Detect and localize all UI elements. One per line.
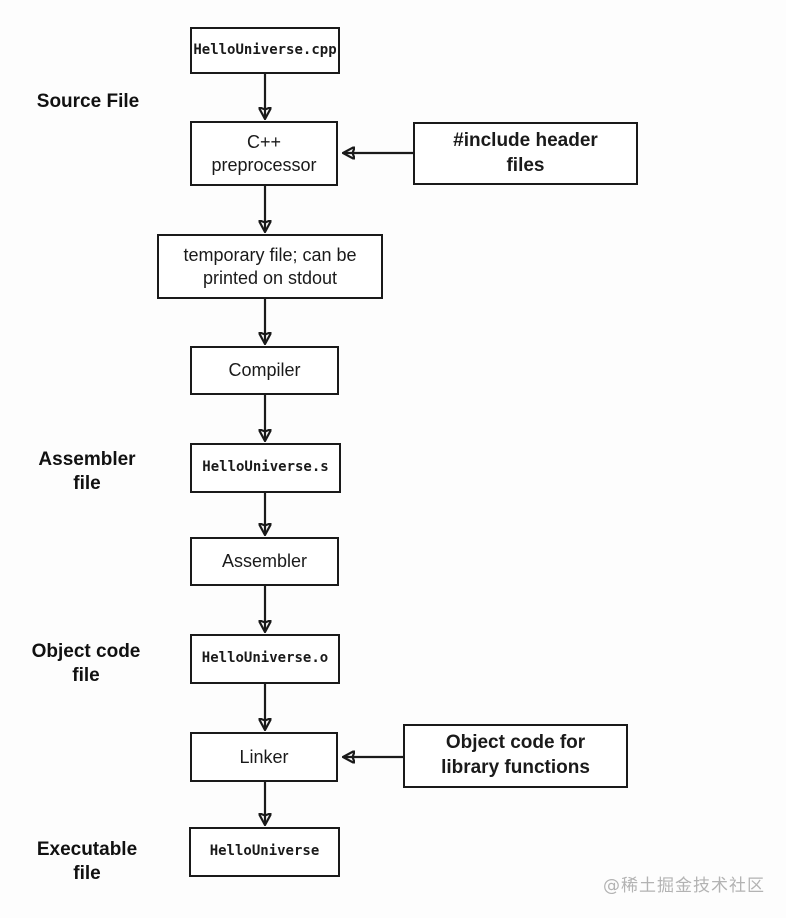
- node-executable-file: HelloUniverse: [189, 827, 340, 877]
- node-object-file: HelloUniverse.o: [190, 634, 340, 684]
- node-compiler: Compiler: [190, 346, 339, 395]
- node-preprocessor: C++ preprocessor: [190, 121, 338, 186]
- node-linker: Linker: [190, 732, 338, 782]
- node-temp-file: temporary file; can be printed on stdout: [157, 234, 383, 299]
- node-source-file: HelloUniverse.cpp: [190, 27, 340, 74]
- node-library-object-code: Object code for library functions: [403, 724, 628, 788]
- node-include-headers: #include header files: [413, 122, 638, 185]
- watermark-text: @稀土掘金技术社区: [603, 876, 765, 896]
- side-label-source-file: Source File: [36, 91, 140, 112]
- node-assembler-file: HelloUniverse.s: [190, 443, 341, 493]
- side-label-executable-file: Executable file: [36, 839, 138, 884]
- side-label-assembler-file: Assembler file: [38, 449, 136, 494]
- node-assembler: Assembler: [190, 537, 339, 586]
- side-label-object-code-file: Object code file: [31, 641, 141, 686]
